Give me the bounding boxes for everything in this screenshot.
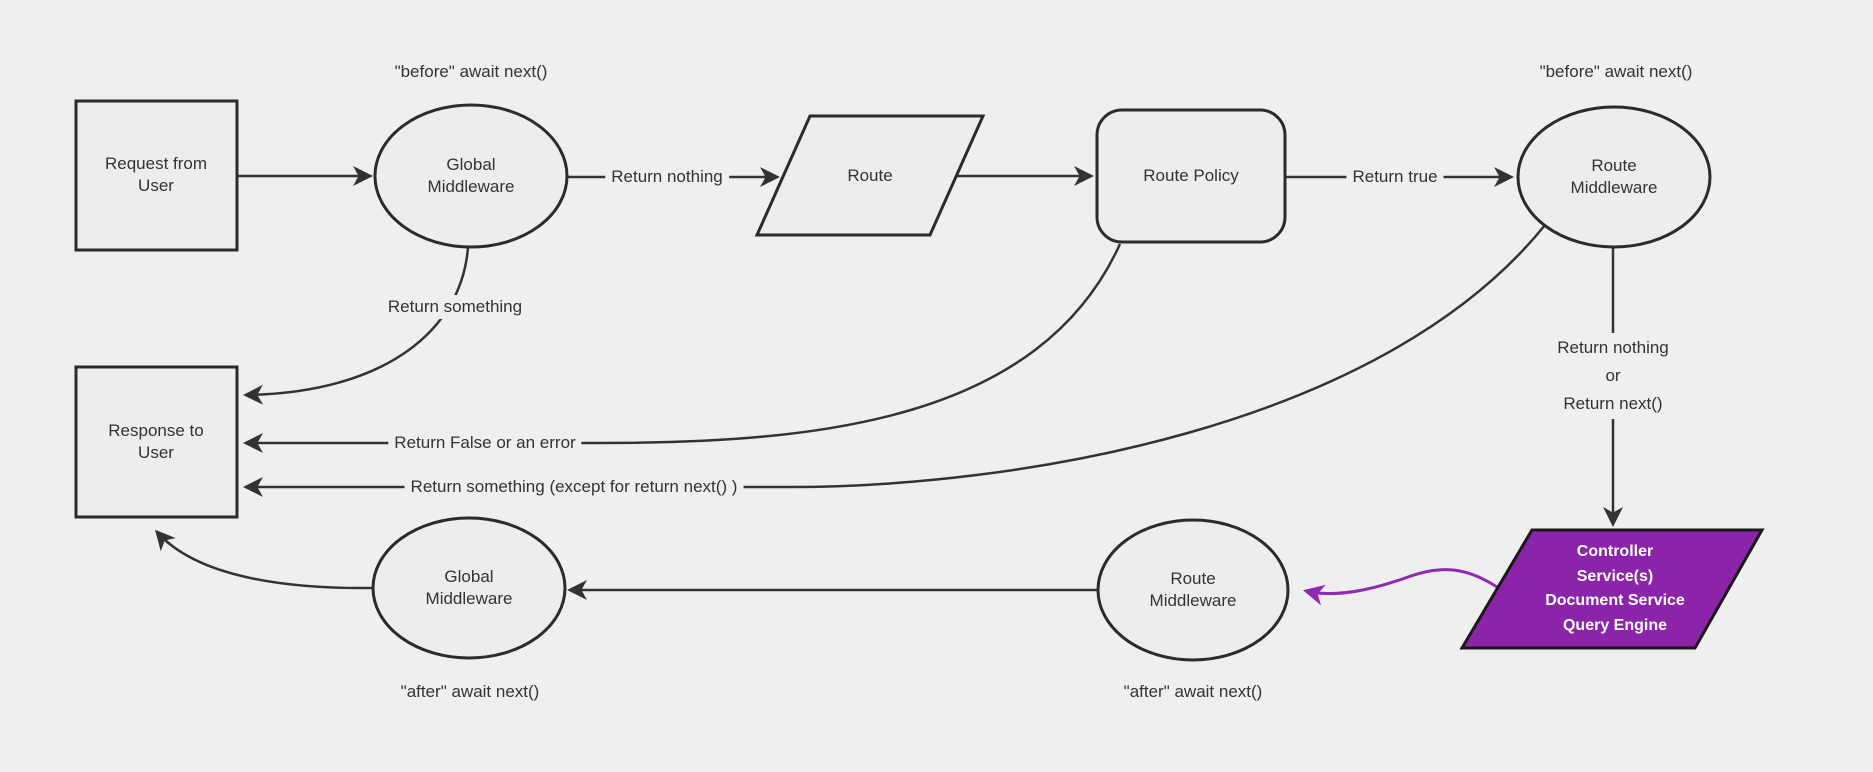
return-something-except-label: Return something (except for return next… bbox=[404, 475, 744, 499]
return-nothing-or-next-label: Return nothing or Return next() bbox=[1551, 333, 1675, 419]
route-policy-node-shape bbox=[1095, 108, 1287, 244]
global-middleware-bottom-node-shape bbox=[371, 516, 567, 660]
return-false-or-error-label: Return False or an error bbox=[388, 431, 582, 455]
edge-controller-to-route-middleware-bottom bbox=[1302, 568, 1498, 606]
return-true-label: Return true bbox=[1346, 165, 1444, 189]
edge-route-middleware-return-something-to-response bbox=[243, 224, 1546, 497]
controller-node-shape bbox=[1459, 528, 1765, 650]
after-await-next-global-label: "after" await next() bbox=[400, 682, 540, 701]
before-await-next-global-label: "before" await next() bbox=[394, 62, 548, 81]
global-middleware-top-node-shape bbox=[373, 103, 569, 249]
route-node-shape bbox=[754, 114, 986, 237]
route-middleware-bottom-node-shape bbox=[1096, 518, 1290, 662]
edge-global-middleware-return-something-to-response bbox=[243, 246, 470, 405]
edge-global-middleware-bottom-to-response bbox=[155, 529, 374, 590]
after-await-next-route-label: "after" await next() bbox=[1123, 682, 1263, 701]
before-await-next-route-label: "before" await next() bbox=[1539, 62, 1693, 81]
request-node-shape bbox=[74, 99, 239, 252]
route-middleware-top-node-shape bbox=[1516, 105, 1712, 249]
return-something-label: Return something bbox=[381, 295, 529, 319]
return-nothing-label: Return nothing bbox=[605, 165, 729, 189]
response-node-shape bbox=[74, 365, 239, 519]
edge-route-policy-return-false-to-response bbox=[243, 243, 1122, 453]
